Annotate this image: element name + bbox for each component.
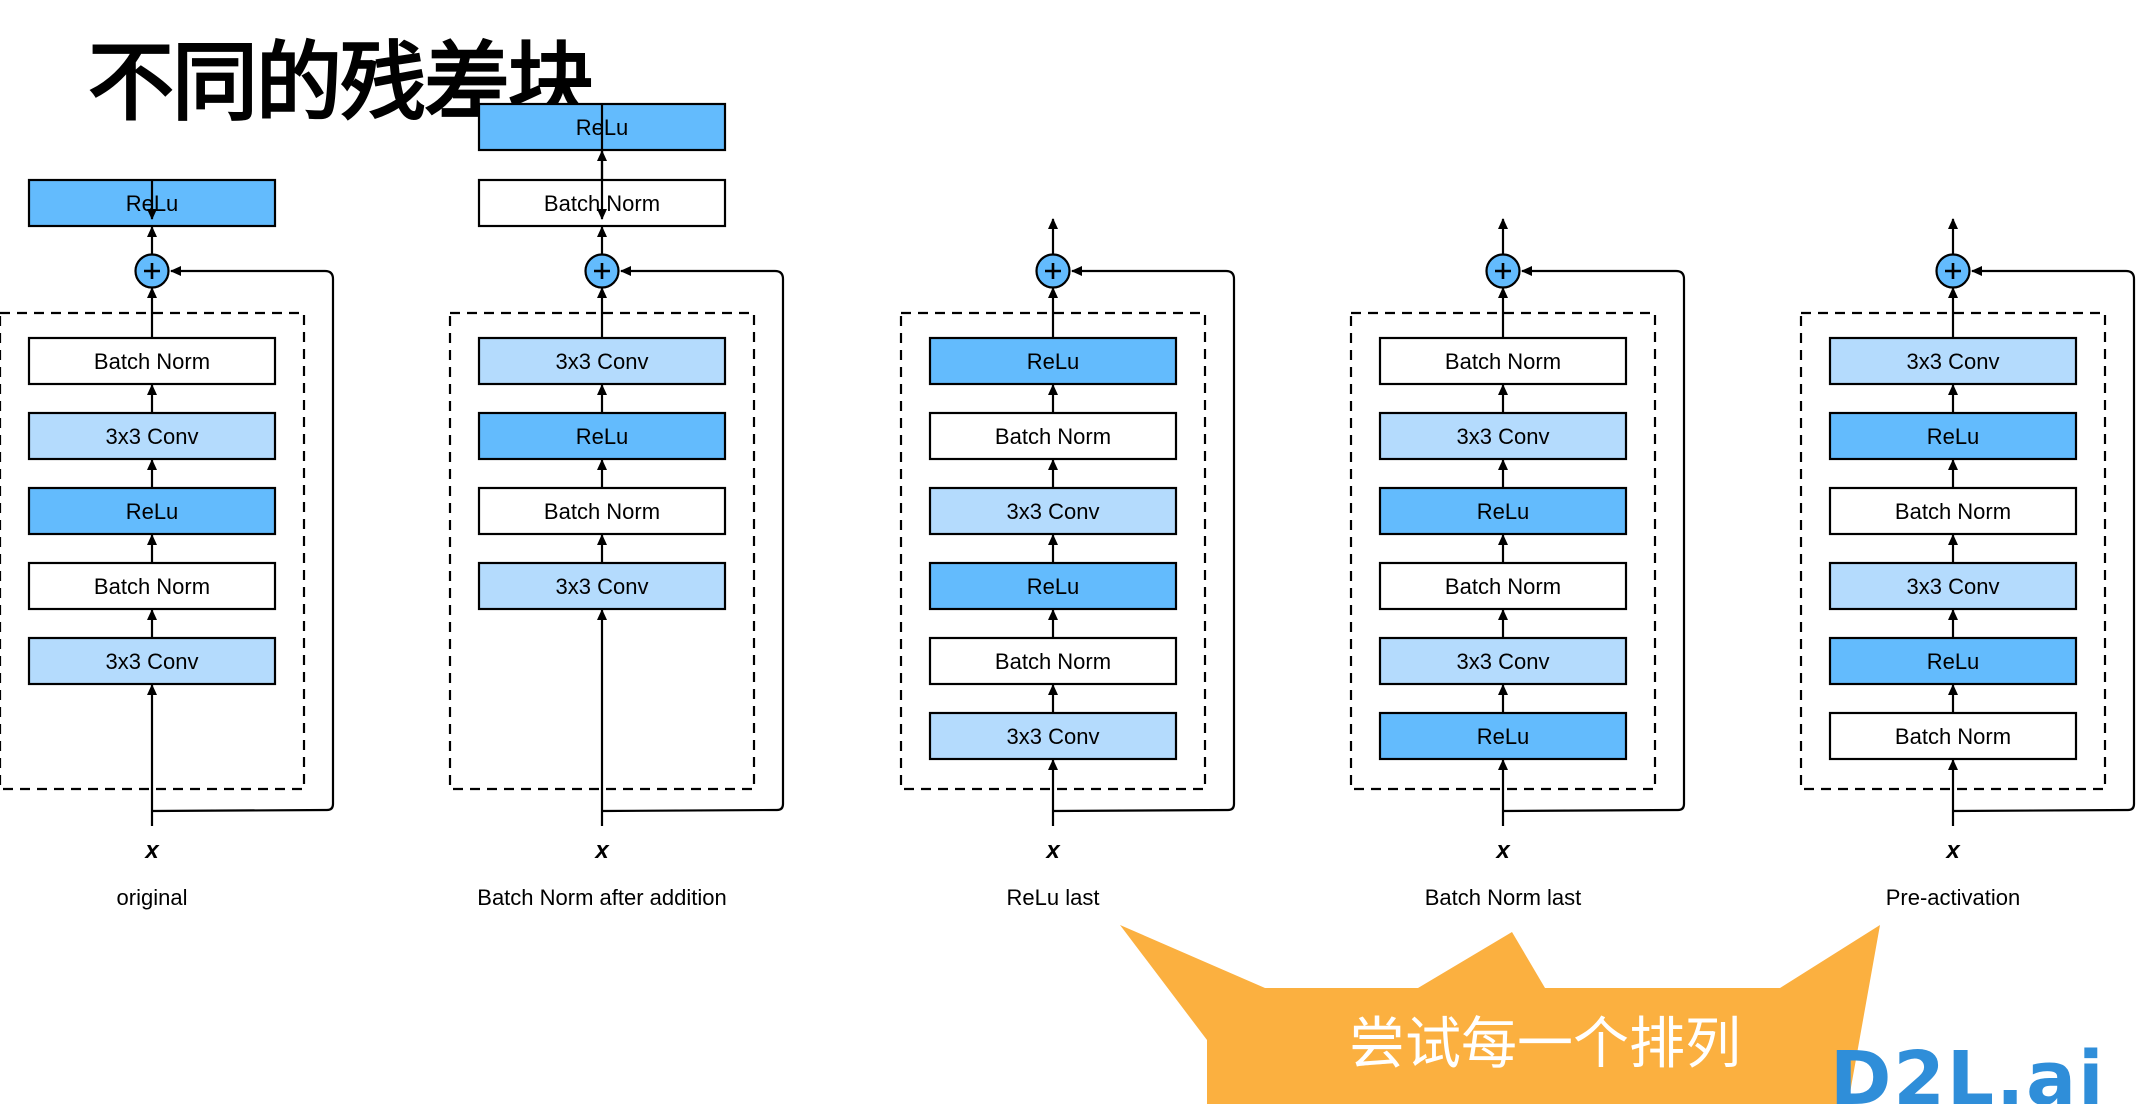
layer-block-3x3-conv	[477, 561, 727, 611]
layer-block-batch-norm	[928, 411, 1178, 461]
variant-caption: Batch Norm after addition	[477, 885, 726, 910]
layer-label: 3x3 Conv	[1907, 349, 2000, 374]
layer-block-relu	[928, 561, 1178, 611]
layer-block-batch-norm	[1378, 561, 1628, 611]
input-label: x	[1044, 837, 1061, 864]
plus-icon	[144, 263, 160, 279]
plus-icon	[594, 263, 610, 279]
layer-label: 3x3 Conv	[1457, 649, 1550, 674]
input-label: x	[593, 837, 610, 864]
input-label: x	[143, 837, 160, 864]
layer-block-batch-norm	[1378, 336, 1628, 386]
layer-label: 3x3 Conv	[106, 649, 199, 674]
layer-label: 3x3 Conv	[1007, 724, 1100, 749]
layer-label: Batch Norm	[1445, 574, 1561, 599]
variant-caption: Pre-activation	[1886, 885, 2021, 910]
plus-icon	[1045, 263, 1061, 279]
callout-text: 尝试每一个排列	[1349, 1012, 1741, 1077]
layer-label: ReLu	[1027, 349, 1080, 374]
layer-label: Batch Norm	[1895, 499, 2011, 524]
layer-label: Batch Norm	[1445, 349, 1561, 374]
variant-caption: Batch Norm last	[1425, 885, 1582, 910]
layer-block-batch-norm	[27, 561, 277, 611]
layer-label: ReLu	[1027, 574, 1080, 599]
layer-block-batch-norm	[1828, 486, 2078, 536]
layer-label: ReLu	[1477, 724, 1530, 749]
callout-bubble: 尝试每一个排列	[1120, 925, 1880, 1104]
layer-label: 3x3 Conv	[1457, 424, 1550, 449]
layer-label: Batch Norm	[94, 574, 210, 599]
plus-icon	[1495, 263, 1511, 279]
layer-block-batch-norm	[27, 336, 277, 386]
skip-connection-arrow	[601, 266, 785, 813]
d2l-logo: D2L.ai	[1830, 1036, 2105, 1104]
layer-label: 3x3 Conv	[1007, 499, 1100, 524]
layer-label: Batch Norm	[544, 499, 660, 524]
layer-label: ReLu	[1927, 649, 1980, 674]
layer-label: ReLu	[126, 499, 179, 524]
skip-connection-arrow	[151, 266, 335, 813]
layer-label: 3x3 Conv	[556, 349, 649, 374]
layer-block-relu	[1378, 486, 1628, 536]
variant-caption: original	[117, 885, 188, 910]
layer-label: ReLu	[1477, 499, 1530, 524]
layer-block-3x3-conv	[477, 336, 727, 386]
layer-label: Batch Norm	[94, 349, 210, 374]
skip-connection-arrow	[1952, 266, 2136, 813]
layer-block-3x3-conv	[1828, 336, 2078, 386]
layer-block-3x3-conv	[27, 411, 277, 461]
layer-block-relu	[1828, 411, 2078, 461]
layer-block-3x3-conv	[928, 711, 1178, 761]
layer-block-relu	[477, 411, 727, 461]
layer-label: ReLu	[576, 424, 629, 449]
layer-label: 3x3 Conv	[556, 574, 649, 599]
layer-block-3x3-conv	[27, 636, 277, 686]
variant-caption: ReLu last	[1007, 885, 1100, 910]
layer-block-relu	[1378, 711, 1628, 761]
input-label: x	[1494, 837, 1511, 864]
layer-label: Batch Norm	[995, 649, 1111, 674]
layer-label: 3x3 Conv	[1907, 574, 2000, 599]
layer-block-relu	[27, 486, 277, 536]
layer-block-batch-norm	[1828, 711, 2078, 761]
skip-connection-arrow	[1502, 266, 1686, 813]
layer-label: ReLu	[1927, 424, 1980, 449]
layer-label: Batch Norm	[1895, 724, 2011, 749]
input-label: x	[1944, 837, 1961, 864]
skip-connection-arrow	[1052, 266, 1236, 813]
layer-label: Batch Norm	[995, 424, 1111, 449]
layer-label: 3x3 Conv	[106, 424, 199, 449]
plus-icon	[1945, 263, 1961, 279]
layer-block-3x3-conv	[928, 486, 1178, 536]
